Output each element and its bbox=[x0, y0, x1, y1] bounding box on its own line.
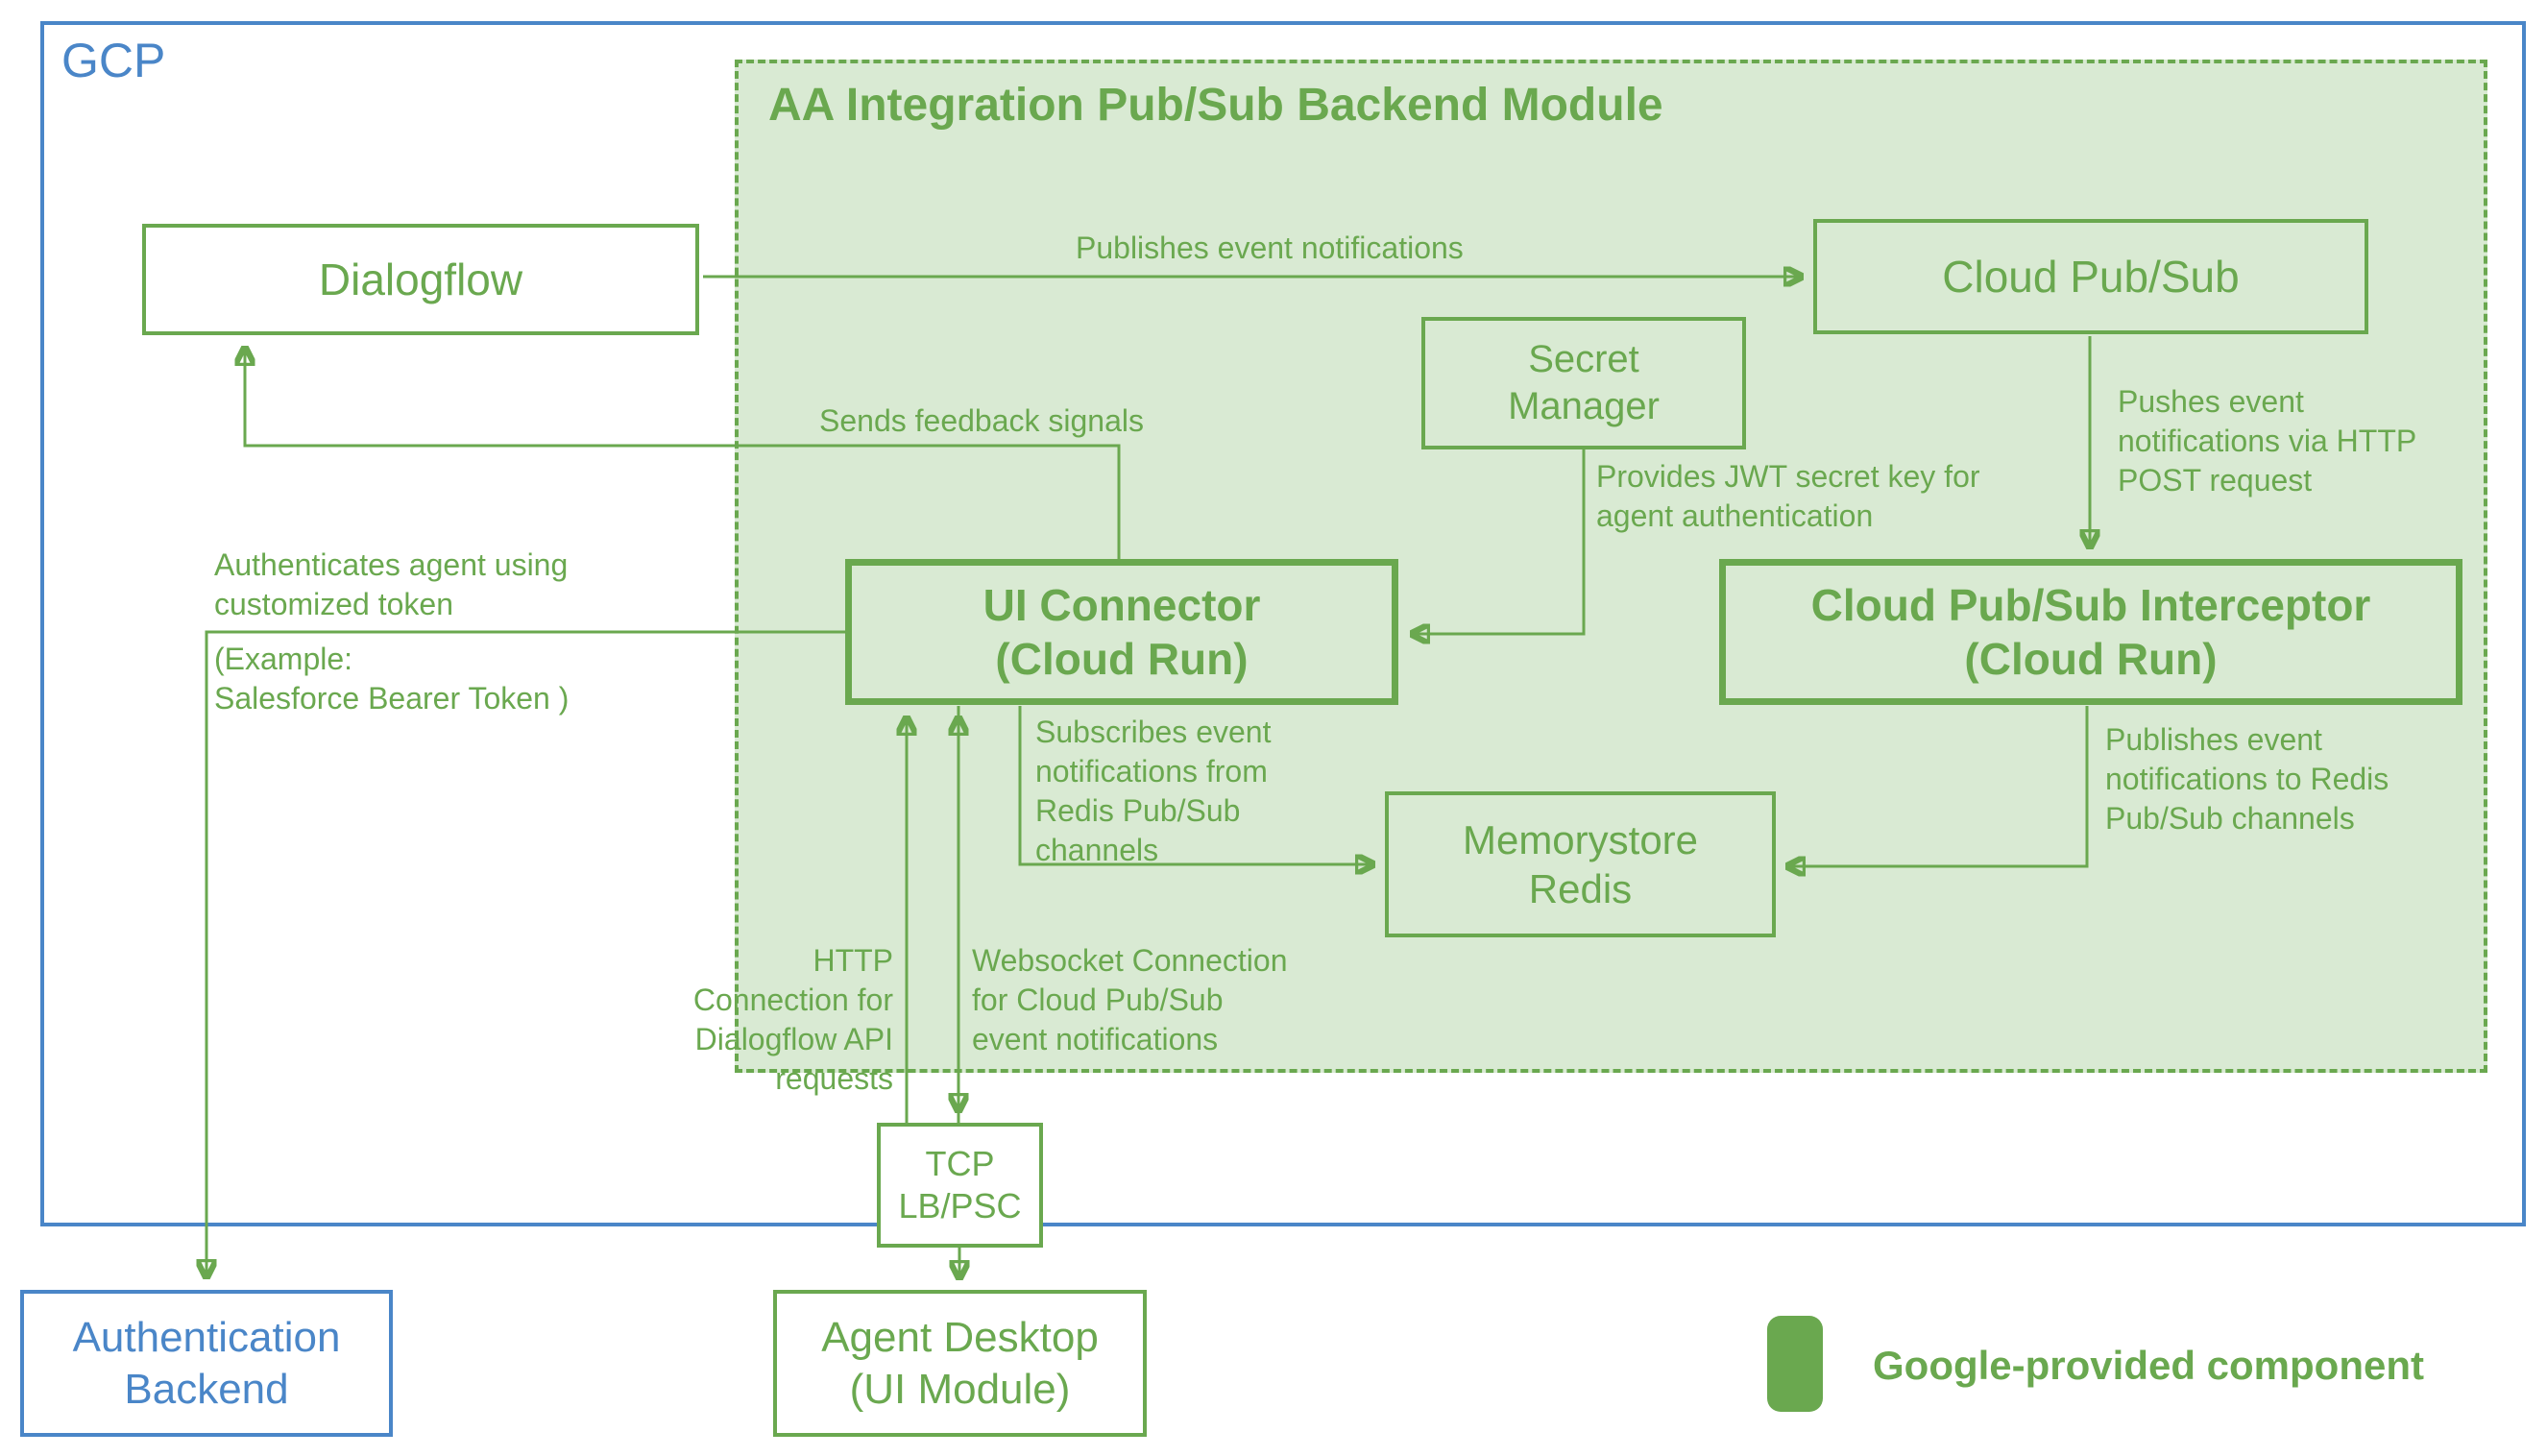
salesforce-token-example-label: (Example: Salesforce Bearer Token ) bbox=[214, 642, 570, 716]
sends-feedback-signals-label: Sends feedback signals bbox=[819, 403, 1144, 438]
publishes-to-redis-label: Publishes event notifications to Redis P… bbox=[2105, 722, 2389, 836]
ui-connector-node: UI Connector (Cloud Run) bbox=[845, 559, 1398, 705]
memorystore-redis-node: Memorystore Redis bbox=[1385, 791, 1776, 937]
tcp-lb-psc-node: TCP LB/PSC bbox=[877, 1123, 1043, 1248]
secret-manager-label-line2: Manager bbox=[1508, 385, 1660, 427]
pubsub-backend-module-title: AA Integration Pub/Sub Backend Module bbox=[768, 80, 1663, 131]
subscribes-event-notifications-label: Subscribes event notifications from Redi… bbox=[1035, 715, 1272, 867]
http-connection-label: HTTP Connection for Dialogflow API reque… bbox=[692, 943, 893, 1096]
gcp-region-label: GCP bbox=[61, 34, 166, 87]
auth-backend-label-line2: Backend bbox=[124, 1365, 289, 1413]
websocket-connection-label: Websocket Connection for Cloud Pub/Sub e… bbox=[972, 943, 1288, 1056]
authenticates-agent-label: Authenticates agent using customized tok… bbox=[214, 547, 569, 621]
tcp-lb-label-line2: LB/PSC bbox=[898, 1186, 1022, 1225]
secret-manager-node: Secret Manager bbox=[1421, 317, 1746, 449]
provides-jwt-secret-label: Provides JWT secret key for agent authen… bbox=[1596, 459, 1980, 533]
google-provided-component-label: Google-provided component bbox=[1873, 1343, 2424, 1388]
cloud-pubsub-interceptor-node: Cloud Pub/Sub Interceptor (Cloud Run) bbox=[1719, 559, 2462, 705]
ui-connector-label-line1: UI Connector bbox=[982, 579, 1261, 630]
interceptor-label-line2: (Cloud Run) bbox=[1964, 634, 2218, 684]
publishes-event-notifications-label: Publishes event notifications bbox=[1076, 231, 1464, 265]
agent-desktop-label-line2: (UI Module) bbox=[849, 1365, 1071, 1413]
tcp-lb-label-line1: TCP bbox=[925, 1144, 995, 1184]
agent-desktop-label-line1: Agent Desktop bbox=[821, 1313, 1099, 1361]
google-provided-swatch-icon bbox=[1767, 1316, 1823, 1412]
dialogflow-node: Dialogflow bbox=[142, 224, 699, 335]
cloud-pubsub-node: Cloud Pub/Sub bbox=[1813, 219, 2368, 334]
auth-backend-label-line1: Authentication bbox=[72, 1313, 341, 1361]
ui-connector-label-line2: (Cloud Run) bbox=[995, 634, 1249, 684]
memorystore-label-line1: Memorystore bbox=[1462, 816, 1699, 862]
cloud-pubsub-label: Cloud Pub/Sub bbox=[1942, 251, 2240, 302]
agent-desktop-node: Agent Desktop (UI Module) bbox=[773, 1290, 1147, 1437]
pubsub-backend-module-box bbox=[735, 60, 2487, 1073]
authentication-backend-node: Authentication Backend bbox=[20, 1290, 393, 1437]
interceptor-label-line1: Cloud Pub/Sub Interceptor bbox=[1810, 579, 2371, 630]
dialogflow-label: Dialogflow bbox=[318, 254, 523, 304]
memorystore-label-line2: Redis bbox=[1528, 866, 1633, 911]
pushes-event-notifications-label: Pushes event notifications via HTTP POST… bbox=[2118, 384, 2416, 497]
secret-manager-label-line1: Secret bbox=[1528, 338, 1639, 381]
